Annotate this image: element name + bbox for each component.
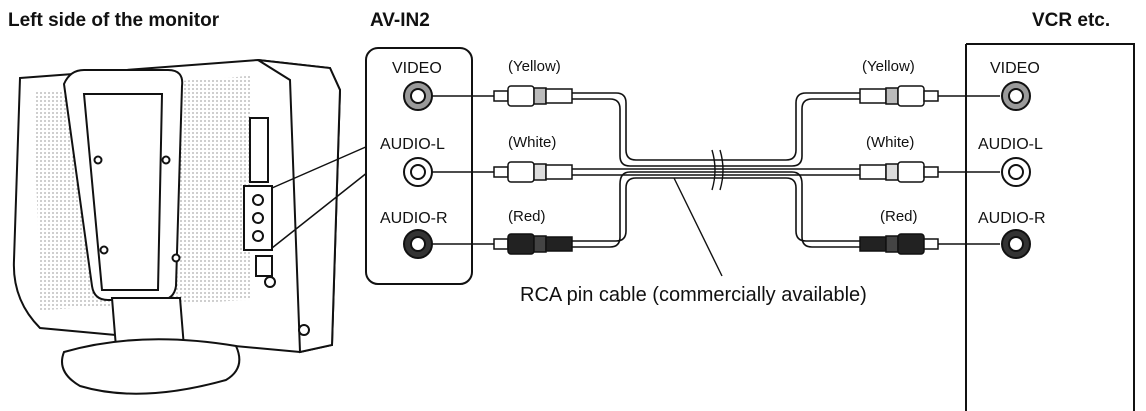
plug-color-right-audio-r: (Red) [880, 208, 918, 225]
vcr-box [965, 43, 1135, 411]
plug-color-left-audio-l: (White) [508, 134, 557, 151]
plug-color-left-audio-r: (Red) [508, 208, 546, 225]
plug-color-right-audio-l: (White) [866, 134, 915, 151]
plug-color-left-video: (Yellow) [508, 58, 561, 75]
plugs-right [859, 85, 939, 255]
device-label-audio-r: AUDIO-R [978, 210, 1046, 227]
device-label-audio-l: AUDIO-L [978, 136, 1043, 153]
cable-caption: RCA pin cable (commercially available) [520, 284, 867, 306]
heading-vcr: VCR etc. [1032, 10, 1111, 31]
panel-label-audio-l: AUDIO-L [380, 136, 445, 153]
plugs-left [493, 85, 573, 255]
heading-monitor-side: Left side of the monitor [8, 10, 220, 31]
plug-color-right-video: (Yellow) [862, 58, 915, 75]
panel-label-video: VIDEO [392, 60, 442, 77]
heading-av-in2: AV-IN2 [370, 10, 430, 31]
monitor-illustration [12, 58, 342, 395]
panel-label-audio-r: AUDIO-R [380, 210, 448, 227]
device-label-video: VIDEO [990, 60, 1040, 77]
